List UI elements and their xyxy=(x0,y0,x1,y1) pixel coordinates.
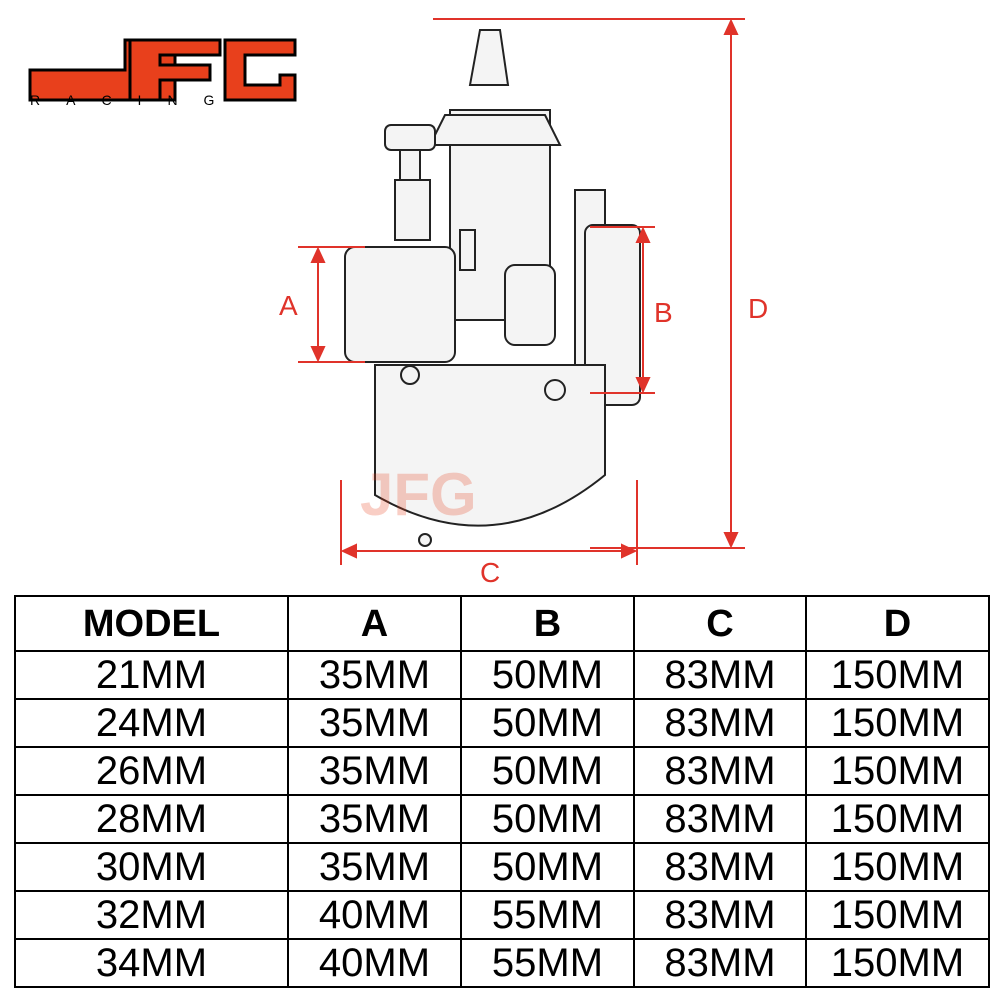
table-cell: 35MM xyxy=(287,650,462,700)
table-cell: 150MM xyxy=(805,890,990,940)
table-cell: 40MM xyxy=(287,938,462,988)
table-cell: 50MM xyxy=(460,746,635,796)
dimension-label-d: D xyxy=(748,293,769,324)
table-cell: 150MM xyxy=(805,938,990,988)
table-cell: 35MM xyxy=(287,842,462,892)
table-cell: 150MM xyxy=(805,794,990,844)
table-cell: 150MM xyxy=(805,650,990,700)
table-cell: 35MM xyxy=(287,794,462,844)
table-cell: 34MM xyxy=(14,938,289,988)
table-header-row: MODEL A B C D xyxy=(14,595,990,652)
table-cell: 83MM xyxy=(633,842,807,892)
table-cell: 83MM xyxy=(633,650,807,700)
header-d: D xyxy=(805,595,990,652)
table-cell: 28MM xyxy=(14,794,289,844)
table-cell: 50MM xyxy=(460,650,635,700)
header-c: C xyxy=(633,595,807,652)
svg-text:RACING: RACING xyxy=(30,92,240,108)
dimension-label-a: A xyxy=(279,290,298,321)
dimension-lines xyxy=(298,18,745,565)
table-cell: 150MM xyxy=(805,698,990,748)
table-cell: 150MM xyxy=(805,842,990,892)
table-cell: 83MM xyxy=(633,890,807,940)
dimension-label-b: B xyxy=(654,297,673,328)
table-cell: 83MM xyxy=(633,938,807,988)
table-cell: 50MM xyxy=(460,794,635,844)
table-cell: 83MM xyxy=(633,698,807,748)
table-cell: 150MM xyxy=(805,746,990,796)
header-b: B xyxy=(460,595,635,652)
table-cell: 26MM xyxy=(14,746,289,796)
table-cell: 35MM xyxy=(287,698,462,748)
jfg-racing-logo: RACING xyxy=(28,38,297,108)
header-a: A xyxy=(287,595,462,652)
table-cell: 55MM xyxy=(460,890,635,940)
table-cell: 32MM xyxy=(14,890,289,940)
carburetor-drawing: JFG xyxy=(344,29,641,547)
table-cell: 30MM xyxy=(14,842,289,892)
table-cell: 50MM xyxy=(460,698,635,748)
header-model: MODEL xyxy=(14,595,289,652)
table-cell: 83MM xyxy=(633,794,807,844)
svg-text:JFG: JFG xyxy=(360,461,477,528)
table-cell: 83MM xyxy=(633,746,807,796)
table-cell: 55MM xyxy=(460,938,635,988)
table-cell: 21MM xyxy=(14,650,289,700)
table-cell: 35MM xyxy=(287,746,462,796)
table-cell: 24MM xyxy=(14,698,289,748)
dimension-label-c: C xyxy=(480,557,501,588)
table-cell: 50MM xyxy=(460,842,635,892)
table-cell: 40MM xyxy=(287,890,462,940)
